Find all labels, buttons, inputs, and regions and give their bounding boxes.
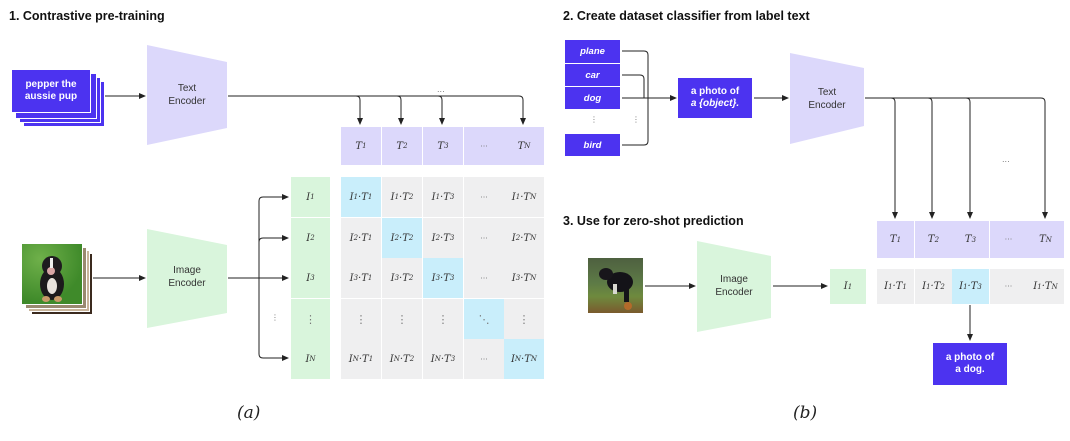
prediction-box: a photo of a dog. (933, 343, 1007, 385)
classifier-branch-ellipsis: ... (1002, 155, 1010, 164)
classifier-text-embedding-cell: ··· (990, 221, 1027, 258)
text-input-line-2: aussie pup (24, 91, 78, 102)
text-embedding-cell: ··· (464, 127, 504, 165)
text-branch-ellipsis: ... (437, 85, 445, 94)
label-plane: plane (565, 40, 620, 63)
caption-a: (a) (237, 403, 261, 423)
arrow-encoder-to-t1 (228, 95, 363, 125)
arrow-encoder-to-t3 (397, 95, 445, 125)
arrow-encoder2-to-t2 (891, 97, 935, 219)
arrow-encoder2-to-tn (966, 97, 1048, 219)
text-input-line-1: pepper the (25, 78, 77, 90)
arrow-encoder2-to-t1 (865, 97, 898, 219)
section-title-dataset-classifier: 2. Create dataset classifier from label … (563, 9, 810, 23)
label-bird: bird (565, 134, 620, 156)
prompt-template-box: a photo of a {object}. (678, 78, 752, 118)
prediction-line-2: a dog. (955, 364, 985, 375)
similarity-cell: ··· (464, 218, 504, 258)
prediction-line-1: a photo of (945, 351, 995, 363)
dog-photo-icon (588, 258, 643, 313)
text-input-card: pepper the aussie pup (11, 69, 91, 113)
puppy-glyph (40, 256, 64, 302)
similarity-cell: ⋮ (341, 299, 381, 339)
image-encoder-shape (147, 229, 227, 328)
bracket-ellipsis: ⋮ (632, 115, 640, 124)
arrow-encoder-to-i1 (258, 194, 289, 278)
image-embedding-cell: ⋮ (291, 299, 330, 339)
template-line-2: a {object}. (690, 98, 740, 109)
label-dog: dog (565, 87, 620, 109)
section-title-zero-shot: 3. Use for zero-shot prediction (563, 214, 744, 228)
similarity-cell-diagonal: ⋱ (464, 299, 504, 339)
caption-b: (b) (793, 403, 818, 423)
arrow-encoder-to-i2 (258, 235, 289, 243)
zero-shot-score-cell: ··· (990, 269, 1027, 304)
arrow-encoder-to-t2 (356, 95, 404, 125)
similarity-cell: ⋮ (382, 299, 422, 339)
image-branch-ellipsis: ⋮ (271, 313, 279, 322)
similarity-cell: ··· (464, 339, 504, 379)
arrow-encoder-to-tn (438, 95, 526, 125)
puppy-photo-icon (21, 243, 83, 305)
dog-glyph (599, 268, 633, 310)
section-title-contrastive-pretraining: 1. Contrastive pre-training (9, 9, 165, 23)
arrow-encoder2-to-t3 (928, 97, 973, 219)
similarity-cell: ⋮ (423, 299, 463, 339)
similarity-cell: ··· (464, 258, 504, 298)
bracket-car (622, 74, 645, 98)
template-line-1: a photo of (690, 85, 740, 97)
image-encoder-2-shape (697, 241, 771, 332)
text-encoder-shape (147, 45, 227, 145)
label-car: car (565, 64, 620, 86)
similarity-cell: ⋮ (504, 299, 544, 339)
similarity-cell: ··· (464, 177, 504, 217)
label-ellipsis: ⋮ (590, 115, 598, 124)
text-encoder-2-shape (790, 53, 864, 144)
arrow-encoder-to-in (258, 278, 289, 361)
